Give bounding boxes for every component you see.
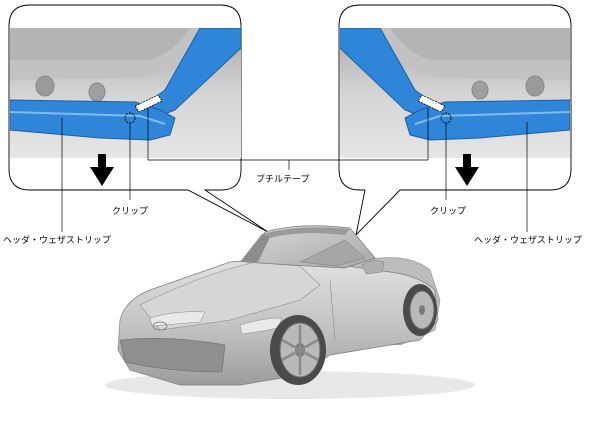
rear-wheel (403, 284, 437, 336)
header-weatherstrip-label-right: ヘッダ・ウェザストリップ (474, 234, 582, 246)
right-detail-callout (338, 4, 572, 237)
butyl-tape-right (417, 94, 446, 113)
header-weatherstrip-label-left: ヘッダ・ウェザストリップ (3, 234, 111, 246)
leader-lines (61, 108, 528, 232)
down-arrow-icon (90, 154, 114, 186)
butyl-tape-label: ブチルテープ (256, 173, 309, 185)
left-detail-callout (8, 4, 269, 233)
clip-label-right: クリップ (430, 206, 466, 217)
clip-label-left: クリップ (112, 206, 148, 217)
front-wheel (270, 315, 326, 385)
butyl-tape-left (134, 94, 163, 113)
car-illustration (105, 225, 475, 399)
down-arrow-icon (455, 154, 479, 186)
